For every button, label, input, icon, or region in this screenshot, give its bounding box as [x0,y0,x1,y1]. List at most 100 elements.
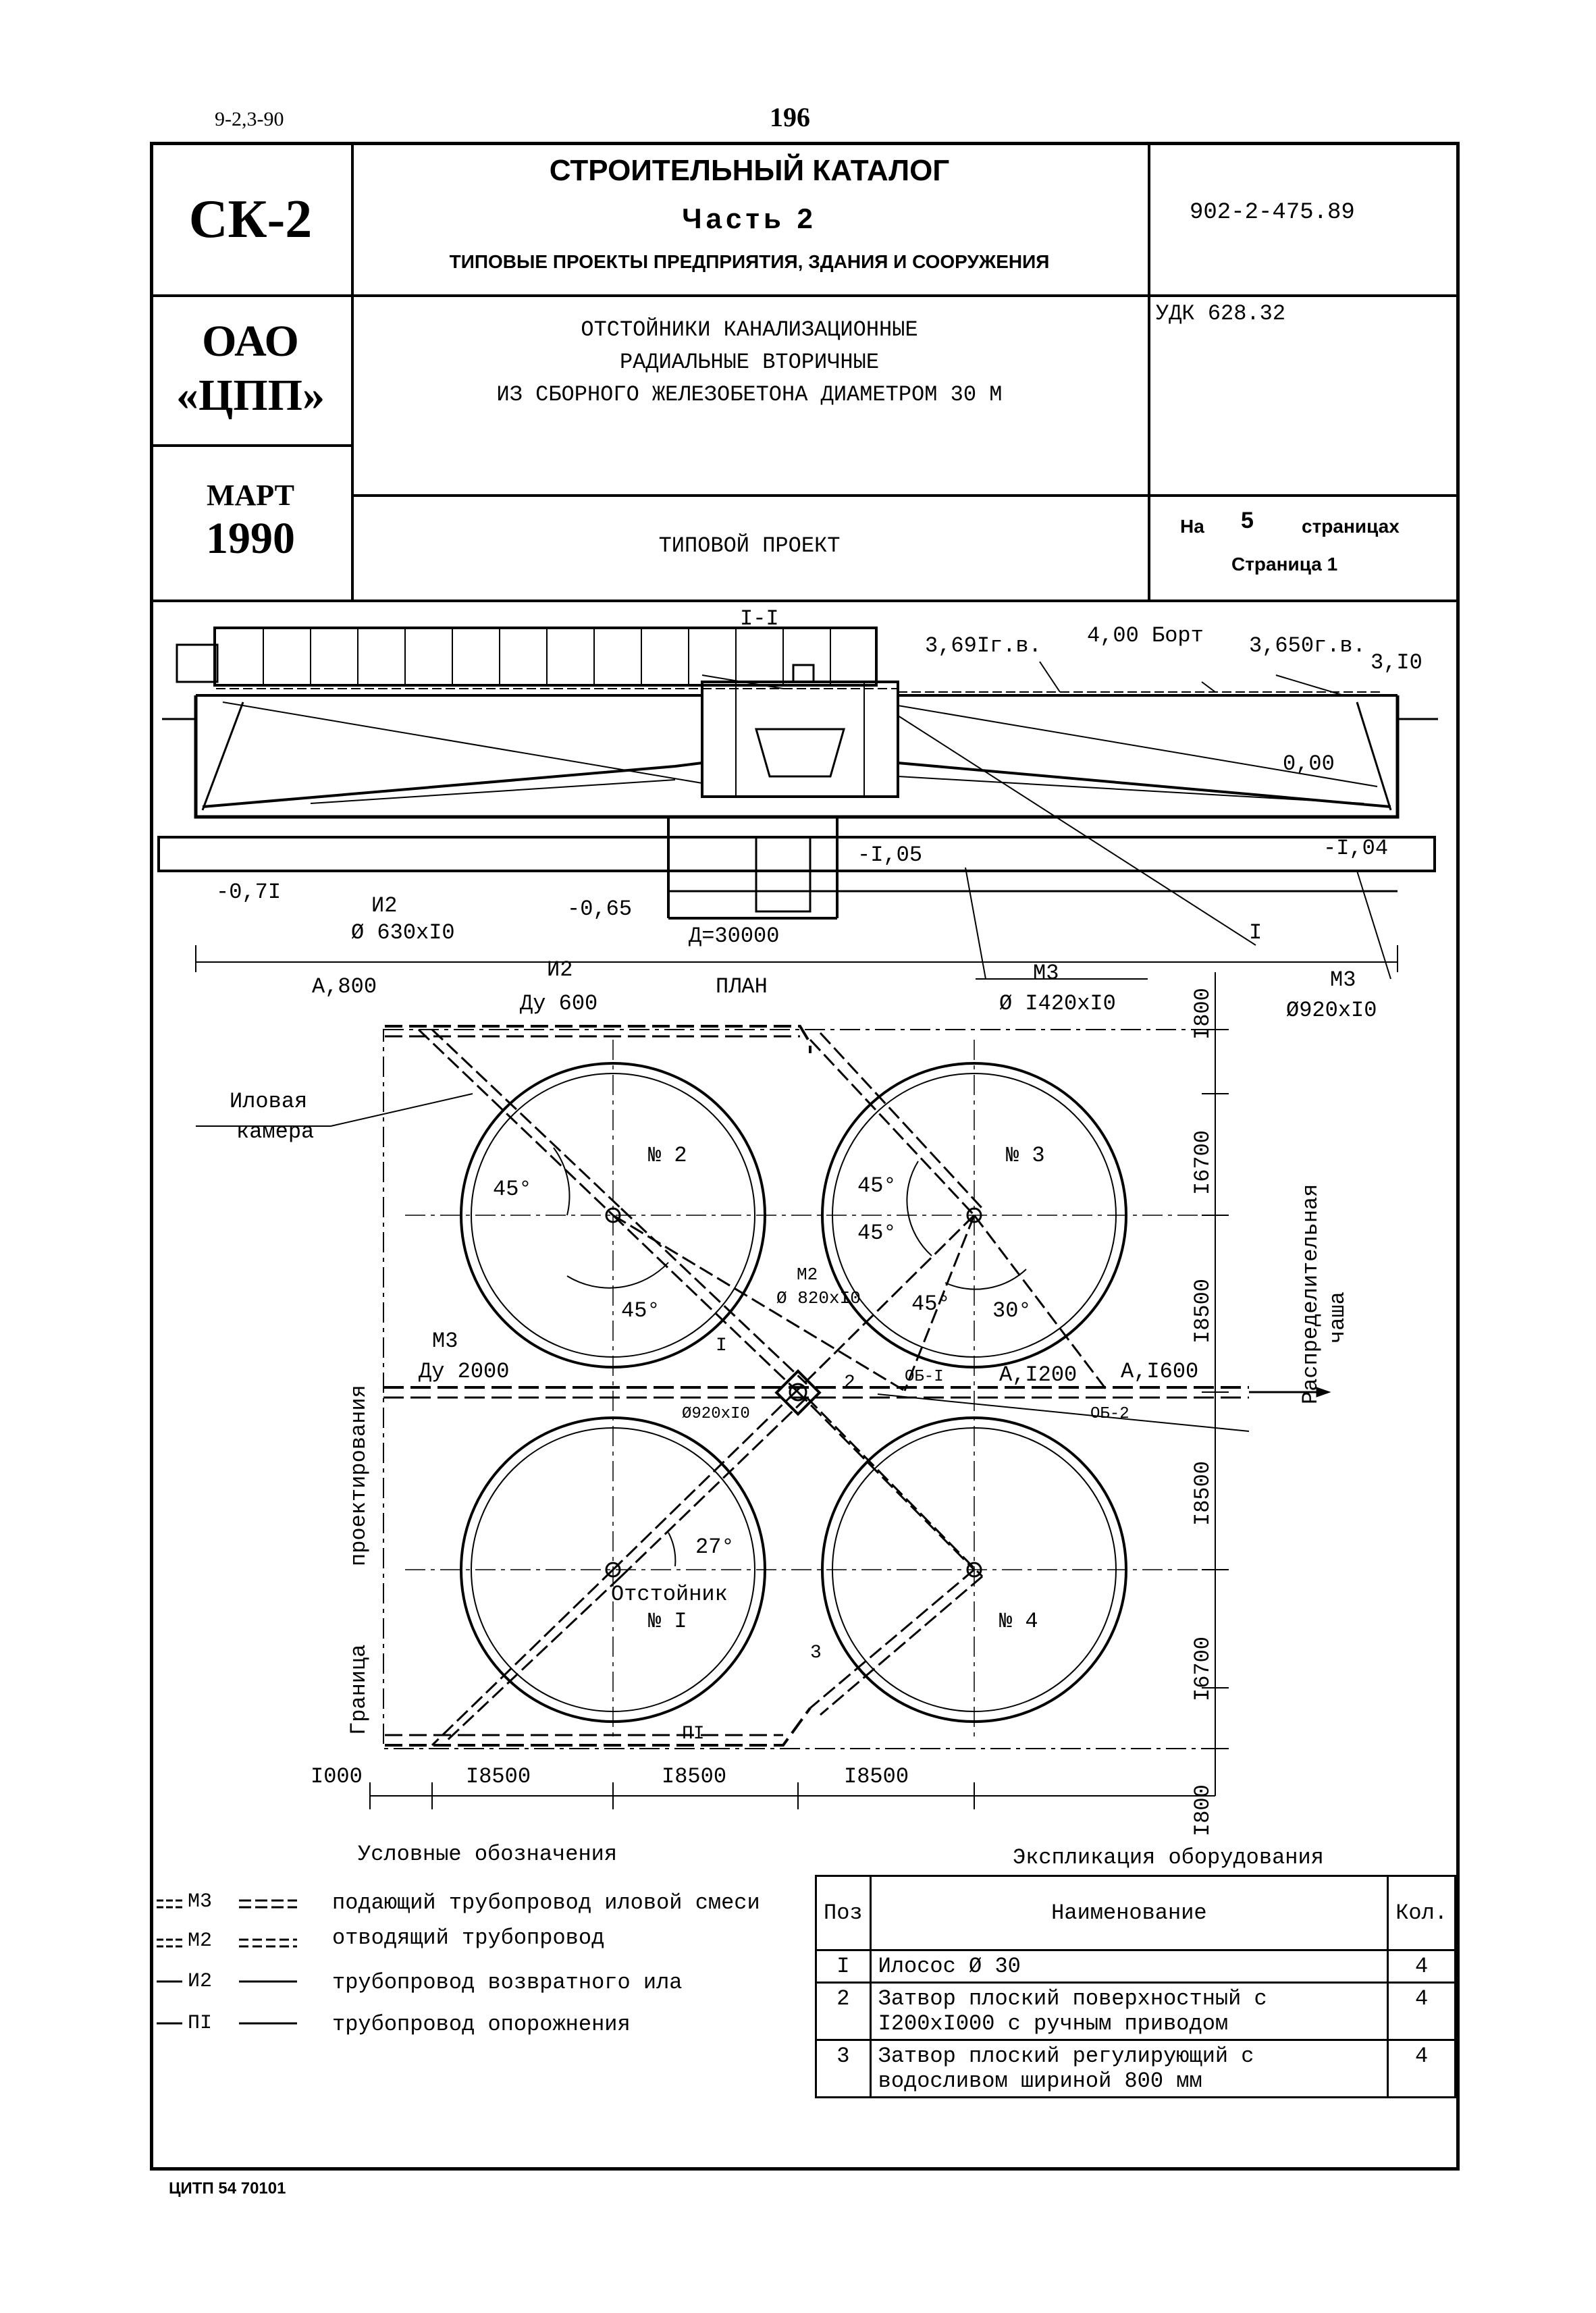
angle-label-a: 45° [493,1177,532,1202]
plan-title: ПЛАН [716,974,768,999]
plan-dim-b2: I8500 [662,1764,726,1789]
plan-m3-label-mid: М3 [1033,961,1059,986]
issue-month: МАРТ [206,479,295,512]
bridge-walkway [213,627,878,687]
distribution-bowl-line2: чаша [1325,1292,1350,1344]
axis-lines [405,1040,1202,1742]
pipe-diagonals [417,1028,1109,1747]
central-column [701,681,899,798]
angle-label-c: 45° [857,1173,897,1198]
legend-text-m2: отводящий трубопровод [332,1925,605,1950]
silt-pit [755,836,812,913]
udk-code: УДК 628.32 [1156,301,1286,326]
page-label: Страница 1 [1231,554,1338,575]
document-type: ТИПОВОЙ ПРОЕКТ [658,533,841,558]
plot-boundary [383,1029,1216,1749]
angle-label-b: 45° [621,1298,660,1323]
plan-du600: Ду 600 [520,991,597,1016]
plan-dim-1000: I000 [311,1764,363,1789]
plan-m3-left: М3 [432,1329,458,1354]
project-number: 902-2-475.89 [1190,200,1355,225]
explication-table: Поз Наименование Кол. I Илосос Ø 30 4 2 … [815,1875,1456,2098]
distribution-bowl-line1: Распределительная [1298,1184,1323,1404]
section-pipe-size: Ø 630xI0 [351,920,455,945]
boundary-line1: Граница [346,1645,371,1735]
legend-line-samples [157,1899,297,2025]
level-m105: -I,05 [857,843,922,868]
silt-chamber-line2: камера [236,1119,314,1144]
legend-title: Условные обозначения [358,1842,618,1867]
header-divider-h3 [351,494,1460,497]
plan-dim-16700-a: I6700 [1190,1130,1215,1195]
plan-ob1: ОБ-I [905,1368,944,1386]
legend-code-m2: М2 [188,1930,213,1952]
plan-m2-ref: М2 [797,1265,818,1285]
document-title-line3: ИЗ СБОРНОГО ЖЕЛЕЗОБЕТОНА ДИАМЕТРОМ 30 М [496,382,1003,407]
plan-m3-label-right: М3 [1330,967,1356,992]
silt-chamber-line1: Иловая [230,1089,307,1114]
section-pipe-label: И2 [371,893,397,918]
row-name-line1: Затвор плоский регулирующий с [878,2044,1254,2069]
plan-dim-18500-a: I8500 [1190,1279,1215,1344]
pipe-header-bottom [385,1707,812,1747]
plan-dimension-lines [369,972,1229,1809]
table-row: I Илосос Ø 30 4 [815,1949,1456,1984]
plan-small-920: Ø920xI0 [682,1405,750,1423]
row-name-line1: Затвор плоский поверхностный с [878,1986,1267,2011]
document-title-line2: РАДИАЛЬНЫЕ ВТОРИЧНЫЕ [619,350,880,375]
plan-d1600: А,I600 [1121,1359,1198,1384]
legend-code-p1: ПI [188,2012,213,2035]
angle-label-d: 45° [857,1221,897,1246]
level-m104: -I,04 [1323,836,1388,861]
org-name-line2: «ЦПП» [176,371,325,420]
row-name-line2: водосливом шириной 800 мм [878,2069,1202,2094]
plan-dim-b3: I8500 [844,1764,909,1789]
drive-unit [176,643,219,683]
header-divider-h2 [150,444,351,447]
catalog-part-subtitle: ТИПОВЫЕ ПРОЕКТЫ ПРЕДПРИЯТИЯ, ЗДАНИЯ И СО… [449,251,1050,272]
plan-d1200: А,I200 [999,1362,1077,1387]
tank-label-3: № 3 [1006,1143,1045,1168]
angle-label-e: 45° [911,1292,951,1317]
plan-m2-ref-size: Ø 820xI0 [776,1288,861,1308]
table-header-row: Поз Наименование Кол. [815,1875,1456,1951]
page-frame [150,142,1460,2171]
section-diameter: Д=30000 [689,924,779,949]
plan-pipe-i2: И2 [547,957,573,982]
row-pos: 2 [815,1982,872,2041]
legend-text-p1: трубопровод опорожнения [332,2012,631,2037]
pages-count: 5 [1241,508,1254,533]
header-pos: Поз [815,1875,872,1951]
catalog-part: Часть 2 [682,203,817,234]
plan-dim-1800-top: I800 [1190,988,1215,1040]
level-board: 4,00 Борт [1087,623,1204,648]
header-divider-h4 [150,600,1460,602]
plan-du2000: Ду 2000 [419,1359,509,1384]
plan-callout-3: 3 [810,1643,822,1664]
org-name-line1: ОАО [202,317,299,366]
header-divider-h1 [150,294,1460,297]
row-name: Илосос Ø 30 [869,1949,1389,1984]
bottom-pipe-run [157,836,1436,872]
legend-code-i2: И2 [188,1970,213,1993]
angle-label-30: 30° [992,1298,1032,1323]
document-code: 9-2,3-90 [215,108,284,130]
header-divider-v1 [351,142,354,601]
plan-callout-1: I [716,1335,727,1356]
distribution-chamber [774,1369,822,1416]
tank-label-1: № I [648,1609,687,1634]
catalog-code: СК-2 [188,190,313,249]
level-m065: -0,65 [567,897,632,922]
central-inlet-cone [755,728,845,778]
plan-m3-size-mid: Ø I420xI0 [999,991,1116,1016]
plan-dim-1800-bottom: I800 [1190,1784,1215,1836]
row-name-line2: I200xI000 с ручным приводом [878,2011,1229,2036]
tank-bottom-left [202,762,703,808]
legend-text-i2: трубопровод возвратного ила [332,1970,683,1995]
level-top-right: 3,I0 [1371,650,1422,675]
tank-bottom-right [897,762,1391,808]
